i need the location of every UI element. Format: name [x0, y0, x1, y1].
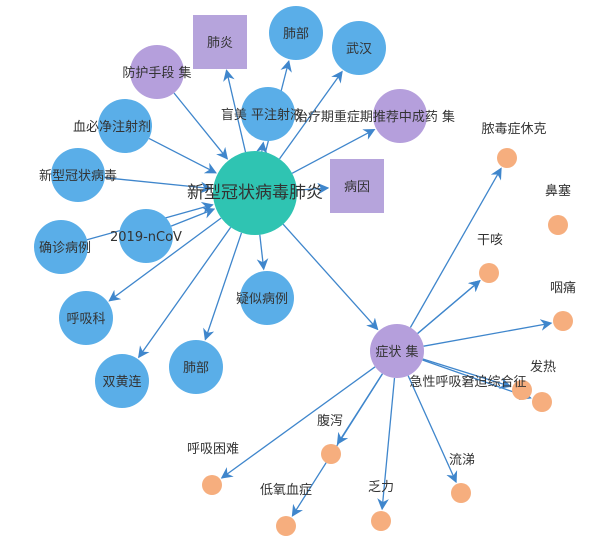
node-zyyw[interactable] [373, 89, 427, 143]
node-ncov[interactable] [119, 209, 173, 263]
node-xxgzbd[interactable] [51, 148, 105, 202]
label-zztj: 症状 集 [375, 344, 418, 360]
node-xbjzsy[interactable] [98, 99, 152, 153]
edge-center-ybcy [138, 226, 232, 359]
label-zzs: 盲美 平注射液 [221, 107, 303, 123]
edge-zztj-fl [377, 377, 396, 511]
node-nzxk[interactable] [497, 148, 517, 168]
label-bs: 鼻塞 [545, 183, 571, 199]
label-fr: 发热 [530, 359, 556, 375]
label-dyxz: 低氧血症 [260, 483, 312, 498]
edge-center-zyyw [291, 129, 376, 174]
edge-zztj-jxhx [422, 358, 512, 389]
edge-center-hxk [108, 217, 222, 302]
node-center[interactable] [213, 151, 297, 235]
node-lt[interactable] [451, 483, 471, 503]
label-jxhx: 急性呼吸窘迫综合征 [409, 375, 526, 390]
edge-center-sz [296, 182, 330, 195]
label-hxkn: 呼吸困难 [187, 442, 239, 457]
label-fx: 腹泻 [317, 413, 343, 429]
label-yt: 咽痛 [550, 280, 576, 296]
edge-center-wh [278, 70, 343, 160]
label-sz: 病因 [344, 180, 370, 195]
edge-center-ysbl [256, 234, 269, 271]
label-fb: 肺部 [283, 27, 309, 42]
node-wh[interactable] [332, 21, 386, 75]
edge-center-zzs [255, 141, 268, 154]
label-fy: 肺炎 [207, 36, 233, 51]
edge-center-fb2 [203, 232, 243, 341]
node-ysbl[interactable] [240, 271, 294, 325]
edge-xbjzsy-center [148, 137, 217, 174]
node-sz[interactable] [330, 159, 384, 213]
label-lt: 流涕 [449, 452, 475, 468]
edge-zztj-gk [417, 280, 481, 334]
label-xbjzsy: 血必净注射剂 [73, 119, 151, 135]
node-gk[interactable] [479, 263, 499, 283]
node-dyxz[interactable] [276, 516, 296, 536]
label-wh: 武汉 [346, 42, 372, 57]
node-fl[interactable] [371, 511, 391, 531]
label-xxgzbd: 新型冠状病毒 [39, 168, 117, 184]
edge-center-fy [223, 69, 247, 153]
label-center: 新型冠状病毒肺炎 [187, 183, 323, 203]
edge-zztj-hxkn [220, 366, 376, 479]
label-fb2: 肺部 [183, 361, 209, 376]
label-nzxk: 脓毒症休克 [481, 121, 546, 137]
node-fy[interactable] [193, 15, 247, 69]
label-ybcy: 双黄连 [102, 374, 141, 390]
label-hxk: 呼吸科 [66, 312, 105, 327]
node-jxhx[interactable] [512, 380, 532, 400]
edge-xxgzbd-center [104, 177, 213, 194]
edge-zztj-yt [423, 319, 553, 347]
label-zyyw: 治疗期重症期推荐中成药 集 [295, 109, 455, 125]
node-zztj[interactable] [370, 324, 424, 378]
edge-zztj-nzxk [409, 167, 502, 328]
label-ysbl: 疑似病例 [236, 291, 288, 307]
node-qzbl[interactable] [34, 220, 88, 274]
node-ybcy[interactable] [95, 354, 149, 408]
node-hxkn[interactable] [202, 475, 222, 495]
label-gk: 干咳 [477, 233, 503, 248]
label-fl: 乏力 [368, 480, 394, 495]
edge-zztj-lt [407, 375, 458, 484]
label-fhsd: 防护手段 集 [122, 65, 191, 81]
node-bs[interactable] [548, 215, 568, 235]
label-qzbl: 确诊病例 [39, 241, 91, 256]
node-fb[interactable] [269, 6, 323, 60]
edge-center-zztj [282, 223, 379, 331]
node-fr[interactable] [532, 392, 552, 412]
node-fb2[interactable] [169, 340, 223, 394]
node-fhsd[interactable] [130, 45, 184, 99]
node-yt[interactable] [553, 311, 573, 331]
node-fx[interactable] [321, 444, 341, 464]
nodes-layer [34, 6, 573, 536]
node-zzs[interactable] [241, 87, 295, 141]
edge-zztj-dyxz [291, 373, 384, 517]
edge-ncov-center [170, 207, 216, 227]
edges-layer [86, 59, 553, 517]
label-ncov: 2019-nCoV [110, 230, 182, 245]
node-hxk[interactable] [59, 291, 113, 345]
edge-fhsd-center [173, 92, 229, 160]
